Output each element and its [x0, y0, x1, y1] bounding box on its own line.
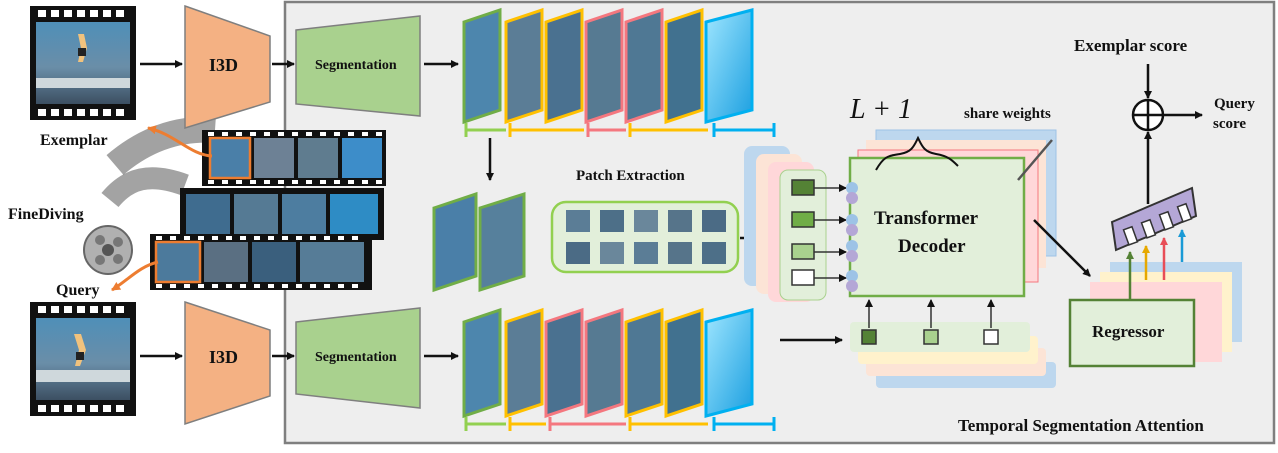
layer-count-label: L + 1 — [850, 94, 912, 125]
layers-brace — [875, 135, 959, 171]
arrow-decoder-to-regressor — [1033, 219, 1091, 277]
transformer-decoder-label-1: Transformer — [874, 208, 979, 229]
patch-extraction-box — [550, 200, 740, 274]
selected-segment-pair — [432, 191, 526, 293]
i3d-block-top — [184, 4, 271, 130]
score-aggregator — [1110, 186, 1198, 252]
transformer-decoder-stack — [846, 129, 1057, 298]
i3d-label-top: I3D — [209, 55, 239, 75]
exemplar-segmented-frames — [462, 7, 754, 125]
query-score-label-2: score — [1213, 116, 1247, 132]
query-token-stack — [744, 146, 847, 302]
query-score-label-1: Query — [1214, 96, 1255, 112]
query-video-frame — [30, 302, 136, 416]
segmentation-label-bottom: Segmentation — [315, 350, 397, 365]
transformer-decoder-label-2: Decoder — [898, 236, 966, 257]
i3d-label-bottom: I3D — [209, 347, 239, 367]
share-weights-line — [1017, 139, 1053, 181]
segmentation-block-top — [295, 15, 421, 117]
exemplar-video-frame — [30, 6, 136, 120]
share-weights-label: share weights — [964, 106, 1051, 122]
dataset-label: FineDiving — [8, 206, 84, 223]
regressor-stack — [1068, 262, 1242, 368]
exemplar-token-stack — [850, 299, 1056, 388]
query-segment-brackets — [464, 417, 776, 431]
regressor-label: Regressor — [1092, 322, 1165, 341]
i3d-block-bottom — [184, 300, 271, 426]
query-segmented-frames — [462, 307, 754, 419]
segmentation-block-bottom — [295, 307, 421, 409]
finediving-dataset-illustration — [83, 116, 386, 292]
query-label: Query — [56, 282, 100, 299]
module-title: Temporal Segmentation Attention — [958, 416, 1204, 435]
patch-extraction-label: Patch Extraction — [576, 168, 685, 184]
exemplar-label: Exemplar — [40, 132, 108, 149]
segmentation-label-top: Segmentation — [315, 58, 397, 73]
exemplar-score-label: Exemplar score — [1074, 36, 1188, 55]
exemplar-segment-brackets — [464, 123, 776, 137]
sum-operator-icon — [1131, 98, 1165, 132]
